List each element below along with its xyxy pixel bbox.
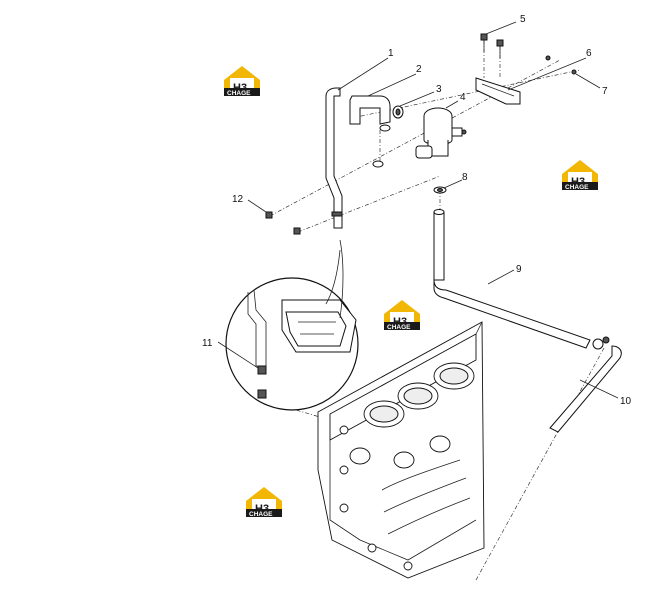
callout-4: 4 [460,92,466,103]
callout-11: 11 [202,338,213,349]
watermark-logo: H3 CHAGE [224,66,260,97]
part-4-oil-separator [415,107,467,159]
callout-6: 6 [586,48,592,59]
callout-9: 9 [516,264,522,275]
svg-text:CHAGE: CHAGE [227,90,251,97]
callout-1: 1 [388,48,394,59]
part-3-clamp [392,105,404,119]
part-6-bracket [475,77,521,105]
svg-text:CHAGE: CHAGE [565,184,589,191]
part-2-elbow-hose [349,95,391,132]
part-1-breather-tube [325,87,343,229]
svg-text:CHAGE: CHAGE [249,511,273,518]
part-12-bolt [265,211,301,235]
callout-2: 2 [416,64,422,75]
callout-5: 5 [520,14,526,25]
part-10-lower-tube [549,336,622,433]
leader-lines [217,21,619,399]
callout-8: 8 [462,172,468,183]
watermark-logo: H3 CHAGE [384,300,420,331]
svg-text:CHAGE: CHAGE [387,324,411,331]
callout-12: 12 [232,194,244,205]
callout-7: 7 [602,86,608,97]
watermark-logo: H3 CHAGE [562,160,598,191]
watermark-logo: H3 CHAGE [246,487,282,518]
part-8-grommet [372,160,447,194]
engine-block [317,321,485,579]
part-7-pin [545,55,577,75]
part-9-drain-tube [433,209,591,349]
callout-10: 10 [620,396,632,407]
callout-3: 3 [436,84,442,95]
detail-view [225,239,359,411]
callout-labels: 1 2 3 4 5 6 7 8 9 10 11 12 [202,14,632,407]
part-5-bolt [480,33,504,58]
